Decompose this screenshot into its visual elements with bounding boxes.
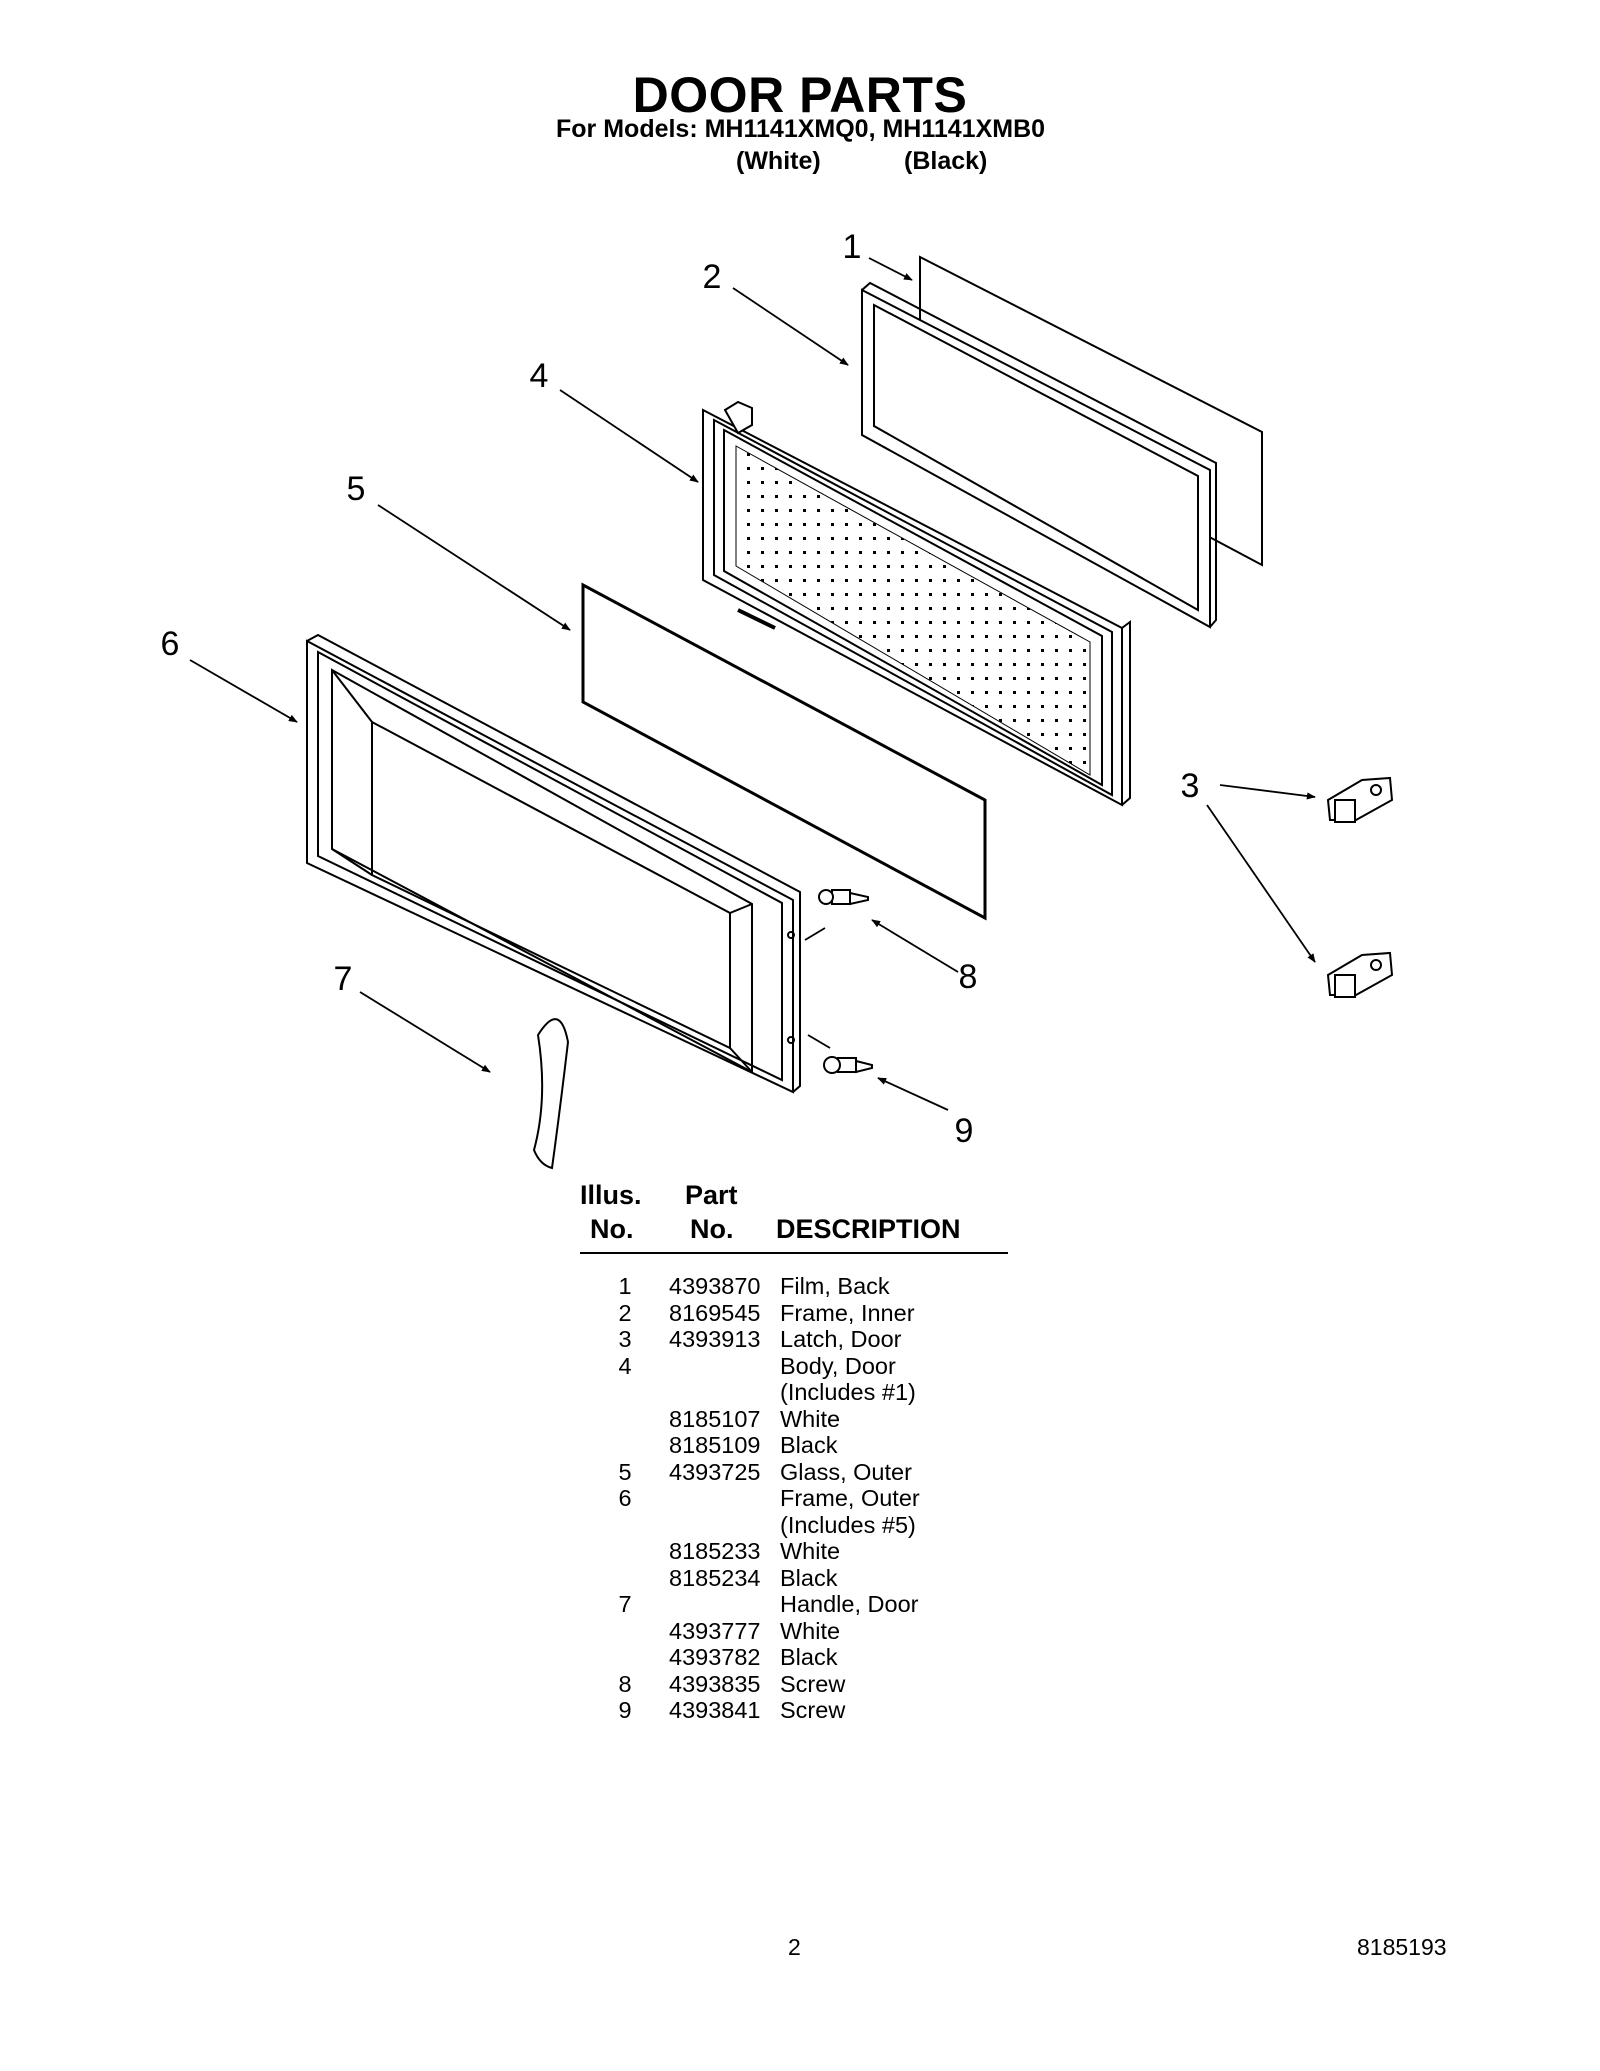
page-title: DOOR PARTS [632, 67, 968, 123]
part-no: 4393725 [669, 1458, 761, 1485]
part-no: 4393782 [669, 1644, 761, 1670]
variant-black: (Black) [904, 147, 988, 175]
description: Black [780, 1432, 838, 1458]
door-latch-part-upper [1326, 776, 1394, 823]
description: Black [780, 1644, 838, 1670]
callout-9: 9 [955, 1112, 974, 1150]
illus-no: 6 [618, 1485, 632, 1511]
part-no: 8185109 [669, 1432, 761, 1458]
door-handle-part [532, 1018, 570, 1170]
callout-5: 5 [347, 470, 366, 508]
description: Film, Back [780, 1273, 890, 1299]
illus-no: 8 [618, 1670, 632, 1697]
part-no: 8185107 [669, 1405, 761, 1432]
description: (Includes #1) [780, 1379, 916, 1405]
exploded-parts-diagram: 1 2 3 4 5 6 7 8 9 [161, 228, 1394, 1170]
description: Frame, Inner [780, 1299, 915, 1326]
illus-no: 4 [618, 1352, 632, 1379]
header-part-bottom: No. [690, 1214, 734, 1244]
description: Glass, Outer [780, 1458, 912, 1485]
door-body-part [702, 400, 1131, 807]
description: Screw [780, 1697, 846, 1723]
description: Handle, Door [780, 1591, 919, 1617]
models-line: For Models: MH1141XMQ0, MH1141XMB0 [556, 115, 1046, 143]
header-illus-bottom: No. [590, 1214, 634, 1244]
screw-part-lower [823, 1056, 873, 1074]
door-latch-part-lower [1326, 951, 1394, 998]
callout-3: 3 [1181, 767, 1200, 805]
callout-6: 6 [161, 625, 180, 663]
illus-no: 5 [618, 1458, 632, 1485]
part-no: 8169545 [669, 1299, 761, 1326]
callout-7: 7 [334, 960, 353, 998]
part-no: 4393841 [669, 1697, 761, 1723]
outer-frame-part [306, 633, 801, 1094]
description: White [780, 1405, 841, 1432]
illus-no: 3 [618, 1326, 632, 1352]
description: Body, Door [780, 1352, 896, 1379]
part-no: 8185234 [669, 1564, 761, 1591]
header-description: DESCRIPTION [776, 1214, 961, 1244]
outer-glass-part [581, 582, 987, 921]
callout-8: 8 [959, 958, 978, 996]
description: White [780, 1617, 841, 1644]
description: Black [780, 1564, 838, 1591]
callout-2: 2 [703, 258, 722, 296]
header-part-top: Part [685, 1180, 738, 1210]
description: Frame, Outer [780, 1485, 920, 1511]
description: White [780, 1538, 841, 1564]
description: (Includes #5) [780, 1511, 916, 1538]
part-no: 4393870 [669, 1273, 761, 1299]
header-illus-top: Illus. [580, 1180, 642, 1210]
callout-4: 4 [530, 357, 549, 395]
description: Latch, Door [780, 1326, 902, 1352]
header-rule [580, 1252, 1008, 1254]
document-number: 8185193 [1357, 1934, 1447, 1960]
part-no: 4393835 [669, 1670, 761, 1697]
illus-no: 9 [618, 1697, 632, 1723]
part-no: 4393777 [669, 1617, 761, 1644]
part-no: 8185233 [669, 1538, 761, 1564]
screw-part-upper [818, 889, 869, 906]
illus-no: 2 [618, 1299, 632, 1326]
illus-no: 7 [618, 1591, 632, 1617]
description: Screw [780, 1670, 846, 1697]
page-number: 2 [788, 1934, 801, 1960]
illus-no: 1 [618, 1273, 632, 1299]
inner-frame-part [861, 281, 1217, 629]
variant-white: (White) [736, 147, 821, 175]
callout-1: 1 [843, 228, 862, 266]
part-no: 4393913 [669, 1326, 761, 1352]
